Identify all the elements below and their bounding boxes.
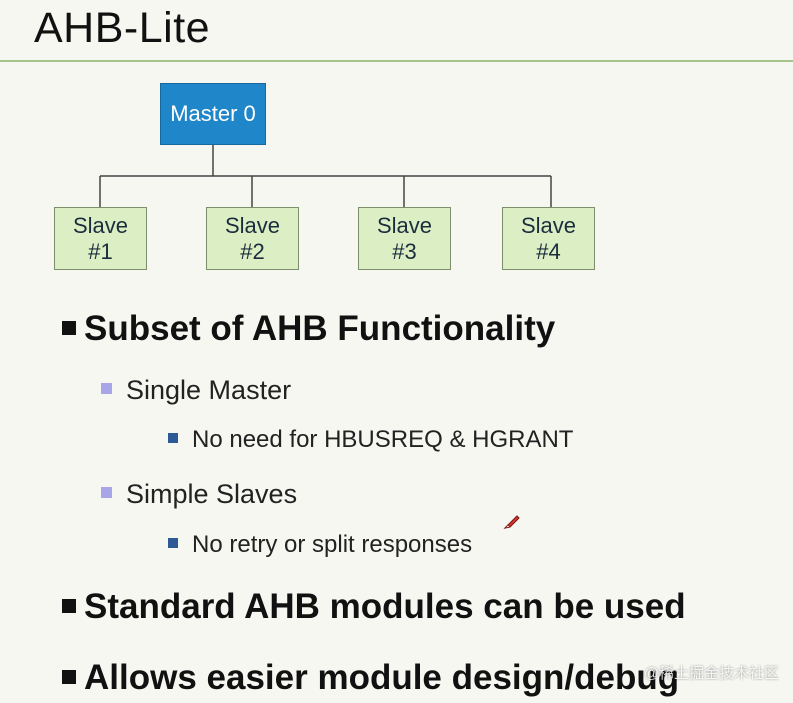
square-bullet-icon <box>62 670 76 684</box>
square-bullet-icon <box>168 538 178 548</box>
bullet-subset: Subset of AHB Functionality <box>62 309 555 349</box>
bullet-standard-modules-text: Standard AHB modules can be used <box>84 587 686 626</box>
bullet-single-master: Single Master <box>101 374 291 406</box>
square-bullet-icon <box>101 487 112 498</box>
connector-lines <box>99 145 552 207</box>
square-bullet-icon <box>101 383 112 394</box>
slide-title: AHB-Lite <box>34 4 211 52</box>
master-0-node: Master 0 <box>160 83 266 145</box>
pen-cursor-icon <box>503 515 520 529</box>
slave-1-node: Slave #1 <box>54 207 147 270</box>
bullet-no-retry-text: No retry or split responses <box>192 531 473 558</box>
bullet-easier-design-text: Allows easier module design/debug <box>84 658 680 697</box>
bullet-simple-slaves-text: Simple Slaves <box>126 479 298 509</box>
bullet-no-hbusreq: No need for HBUSREQ & HGRANT <box>168 425 573 455</box>
square-bullet-icon <box>168 433 178 443</box>
bus-diagram: Master 0 Slave #1 Slave #2 Slave #3 Slav… <box>0 0 793 300</box>
square-bullet-icon <box>62 599 76 613</box>
watermark-text: @稀土掘金技术社区 <box>643 665 779 682</box>
square-bullet-icon <box>62 321 76 335</box>
bullet-no-hbusreq-text: No need for HBUSREQ & HGRANT <box>192 426 574 453</box>
title-divider <box>0 60 793 62</box>
bullet-easier-design: Allows easier module design/debug <box>62 658 679 698</box>
bullet-simple-slaves: Simple Slaves <box>101 478 297 510</box>
bullet-no-retry: No retry or split responses <box>168 530 472 560</box>
bullet-single-master-text: Single Master <box>126 375 292 405</box>
bullet-standard-modules: Standard AHB modules can be used <box>62 587 686 627</box>
slave-4-node: Slave #4 <box>502 207 595 270</box>
slave-3-node: Slave #3 <box>358 207 451 270</box>
bullet-subset-text: Subset of AHB Functionality <box>84 309 556 348</box>
slave-2-node: Slave #2 <box>206 207 299 270</box>
